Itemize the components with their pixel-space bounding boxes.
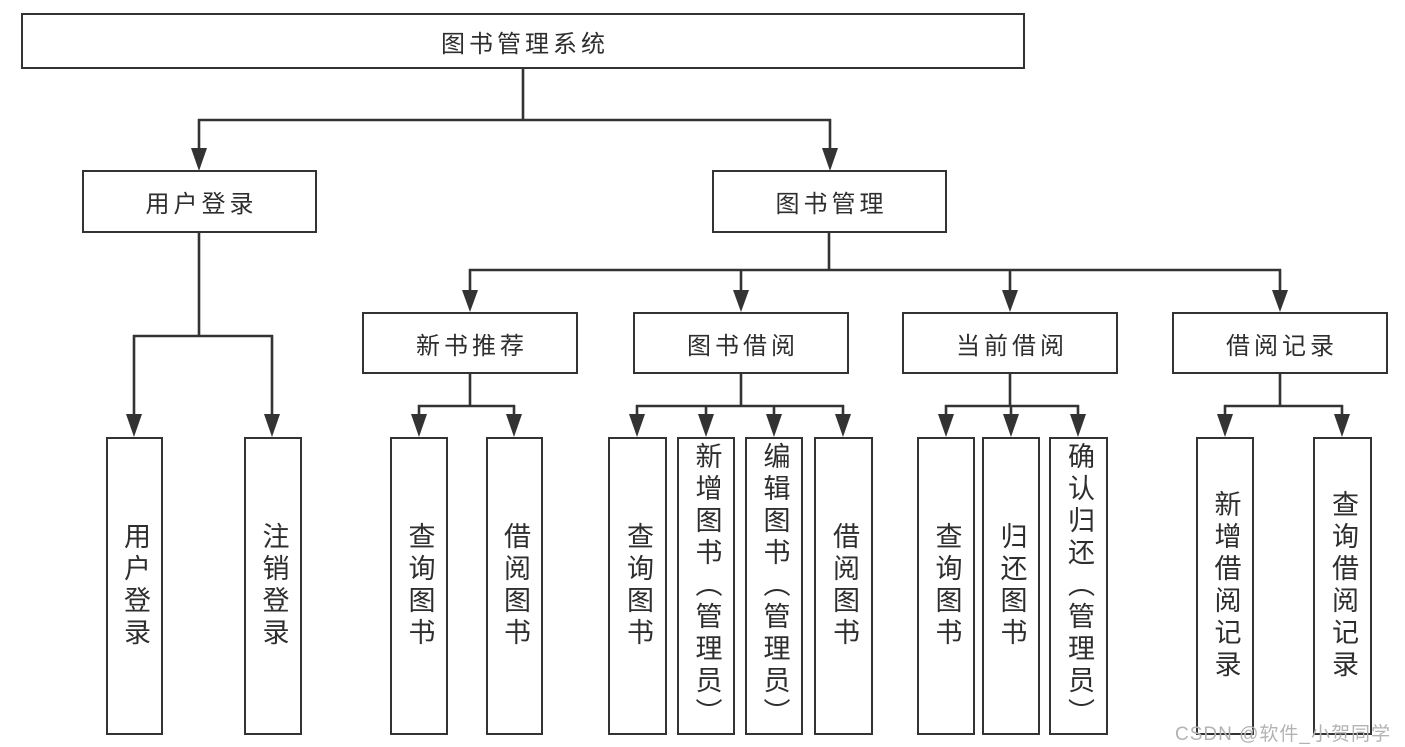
leaf-cb-query-book: 查询图书 bbox=[917, 437, 975, 735]
leaf-logout: 注销登录 bbox=[244, 437, 302, 735]
node-new-book-recommend: 新书推荐 bbox=[362, 312, 578, 374]
node-root: 图书管理系统 bbox=[21, 13, 1025, 69]
leaf-label: 查询图书 bbox=[623, 522, 653, 650]
leaf-label: 查询图书 bbox=[404, 522, 435, 650]
leaf-user-login: 用户登录 bbox=[106, 437, 163, 735]
node-borrowing-records: 借阅记录 bbox=[1172, 312, 1388, 374]
leaf-label: 查询图书 bbox=[931, 522, 962, 650]
leaf-label: 查询借阅记录 bbox=[1328, 490, 1358, 682]
leaf-cb-return-book: 归还图书 bbox=[982, 437, 1040, 735]
leaf-label: 确认归还（管理员） bbox=[1064, 442, 1094, 730]
leaf-cb-confirm-return-admin: 确认归还（管理员） bbox=[1049, 437, 1108, 735]
leaf-label: 归还图书 bbox=[996, 522, 1027, 650]
leaf-rec-query-book: 查询图书 bbox=[390, 437, 448, 735]
leaf-label: 借阅图书 bbox=[829, 522, 859, 650]
node-current-borrowing: 当前借阅 bbox=[902, 312, 1118, 374]
node-book-borrowing: 图书借阅 bbox=[633, 312, 849, 374]
leaf-label: 新增图书（管理员） bbox=[691, 442, 722, 730]
leaf-bb-add-book-admin: 新增图书（管理员） bbox=[677, 437, 735, 735]
leaf-br-query-record: 查询借阅记录 bbox=[1313, 437, 1372, 735]
leaf-label: 编辑图书（管理员） bbox=[759, 442, 790, 730]
node-user-login: 用户登录 bbox=[82, 170, 317, 233]
leaf-bb-query-book: 查询图书 bbox=[608, 437, 667, 735]
leaf-bb-borrow-book: 借阅图书 bbox=[814, 437, 873, 735]
node-book-management: 图书管理 bbox=[712, 170, 947, 233]
leaf-label: 用户登录 bbox=[120, 522, 150, 650]
leaf-label: 借阅图书 bbox=[500, 522, 530, 650]
csdn-watermark: CSDN @软件_小贺同学 bbox=[1175, 724, 1391, 745]
leaf-br-add-record: 新增借阅记录 bbox=[1196, 437, 1254, 735]
leaf-bb-edit-book-admin: 编辑图书（管理员） bbox=[745, 437, 803, 735]
leaf-label: 注销登录 bbox=[258, 522, 289, 650]
leaf-rec-borrow-book: 借阅图书 bbox=[486, 437, 543, 735]
leaf-label: 新增借阅记录 bbox=[1210, 490, 1241, 682]
arrowhead-icons bbox=[126, 148, 1350, 437]
